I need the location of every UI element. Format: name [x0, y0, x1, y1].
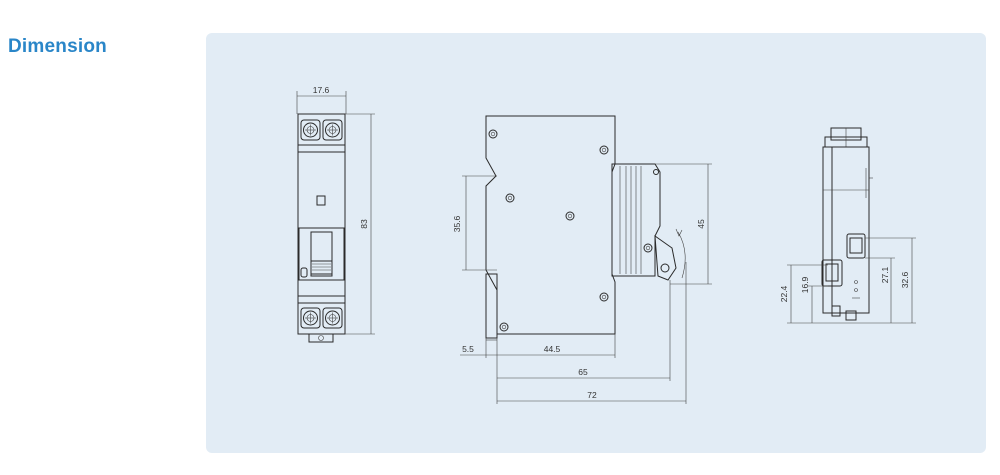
back-view: 22.4 16.9 27.1 32.6	[779, 127, 916, 324]
front-view: 17.6	[296, 85, 375, 343]
side-5-5-label: 5.5	[462, 344, 474, 354]
side-72-label: 72	[587, 390, 597, 400]
back-27-1-label: 27.1	[880, 266, 890, 283]
side-35-6-label: 35.6	[452, 215, 462, 232]
side-44-5-label: 44.5	[544, 344, 561, 354]
side-view: 35.6 45 5.5 44.5 65 72	[452, 115, 712, 404]
back-32-6-label: 32.6	[900, 271, 910, 288]
section-title: Dimension	[8, 36, 107, 57]
back-22-4-label: 22.4	[779, 285, 789, 302]
front-height-label: 83	[359, 219, 369, 229]
front-width-label: 17.6	[313, 85, 330, 95]
dimension-drawings: 17.6	[296, 85, 916, 404]
dimension-drawing-panel: 17.6	[206, 33, 986, 453]
side-45-label: 45	[696, 219, 706, 229]
back-16-9-label: 16.9	[800, 276, 810, 293]
side-65-label: 65	[578, 367, 588, 377]
